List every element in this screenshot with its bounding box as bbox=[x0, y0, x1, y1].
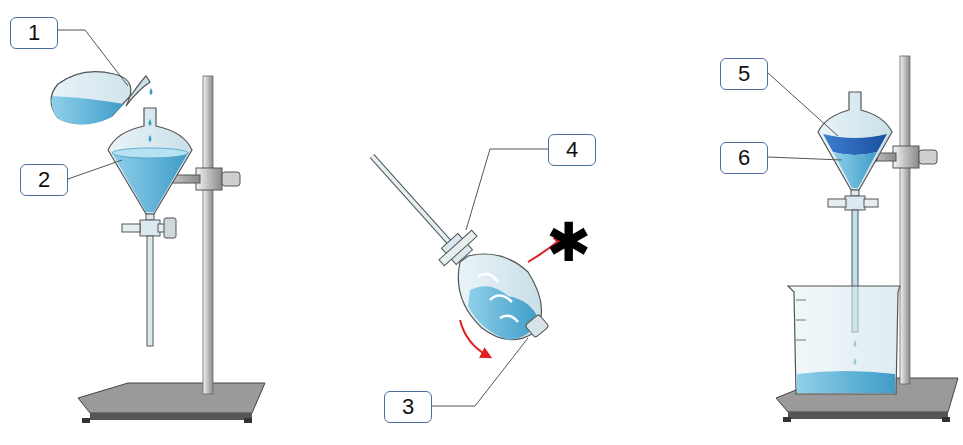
callout-number: 2 bbox=[38, 167, 50, 193]
callout-number: 1 bbox=[28, 20, 40, 46]
callout-box: 1 bbox=[10, 17, 58, 49]
asterisk-mark: ✱ bbox=[546, 216, 591, 270]
callout-number: 5 bbox=[738, 61, 750, 87]
callout-box: 6 bbox=[720, 142, 768, 174]
callout-box: 2 bbox=[20, 164, 68, 196]
callout-number: 4 bbox=[566, 137, 578, 163]
callout-number: 6 bbox=[738, 145, 750, 171]
callout-box: 4 bbox=[548, 134, 596, 166]
callout-box: 3 bbox=[384, 391, 432, 423]
callout-box: 5 bbox=[720, 58, 768, 90]
callout-number: 3 bbox=[402, 394, 414, 420]
